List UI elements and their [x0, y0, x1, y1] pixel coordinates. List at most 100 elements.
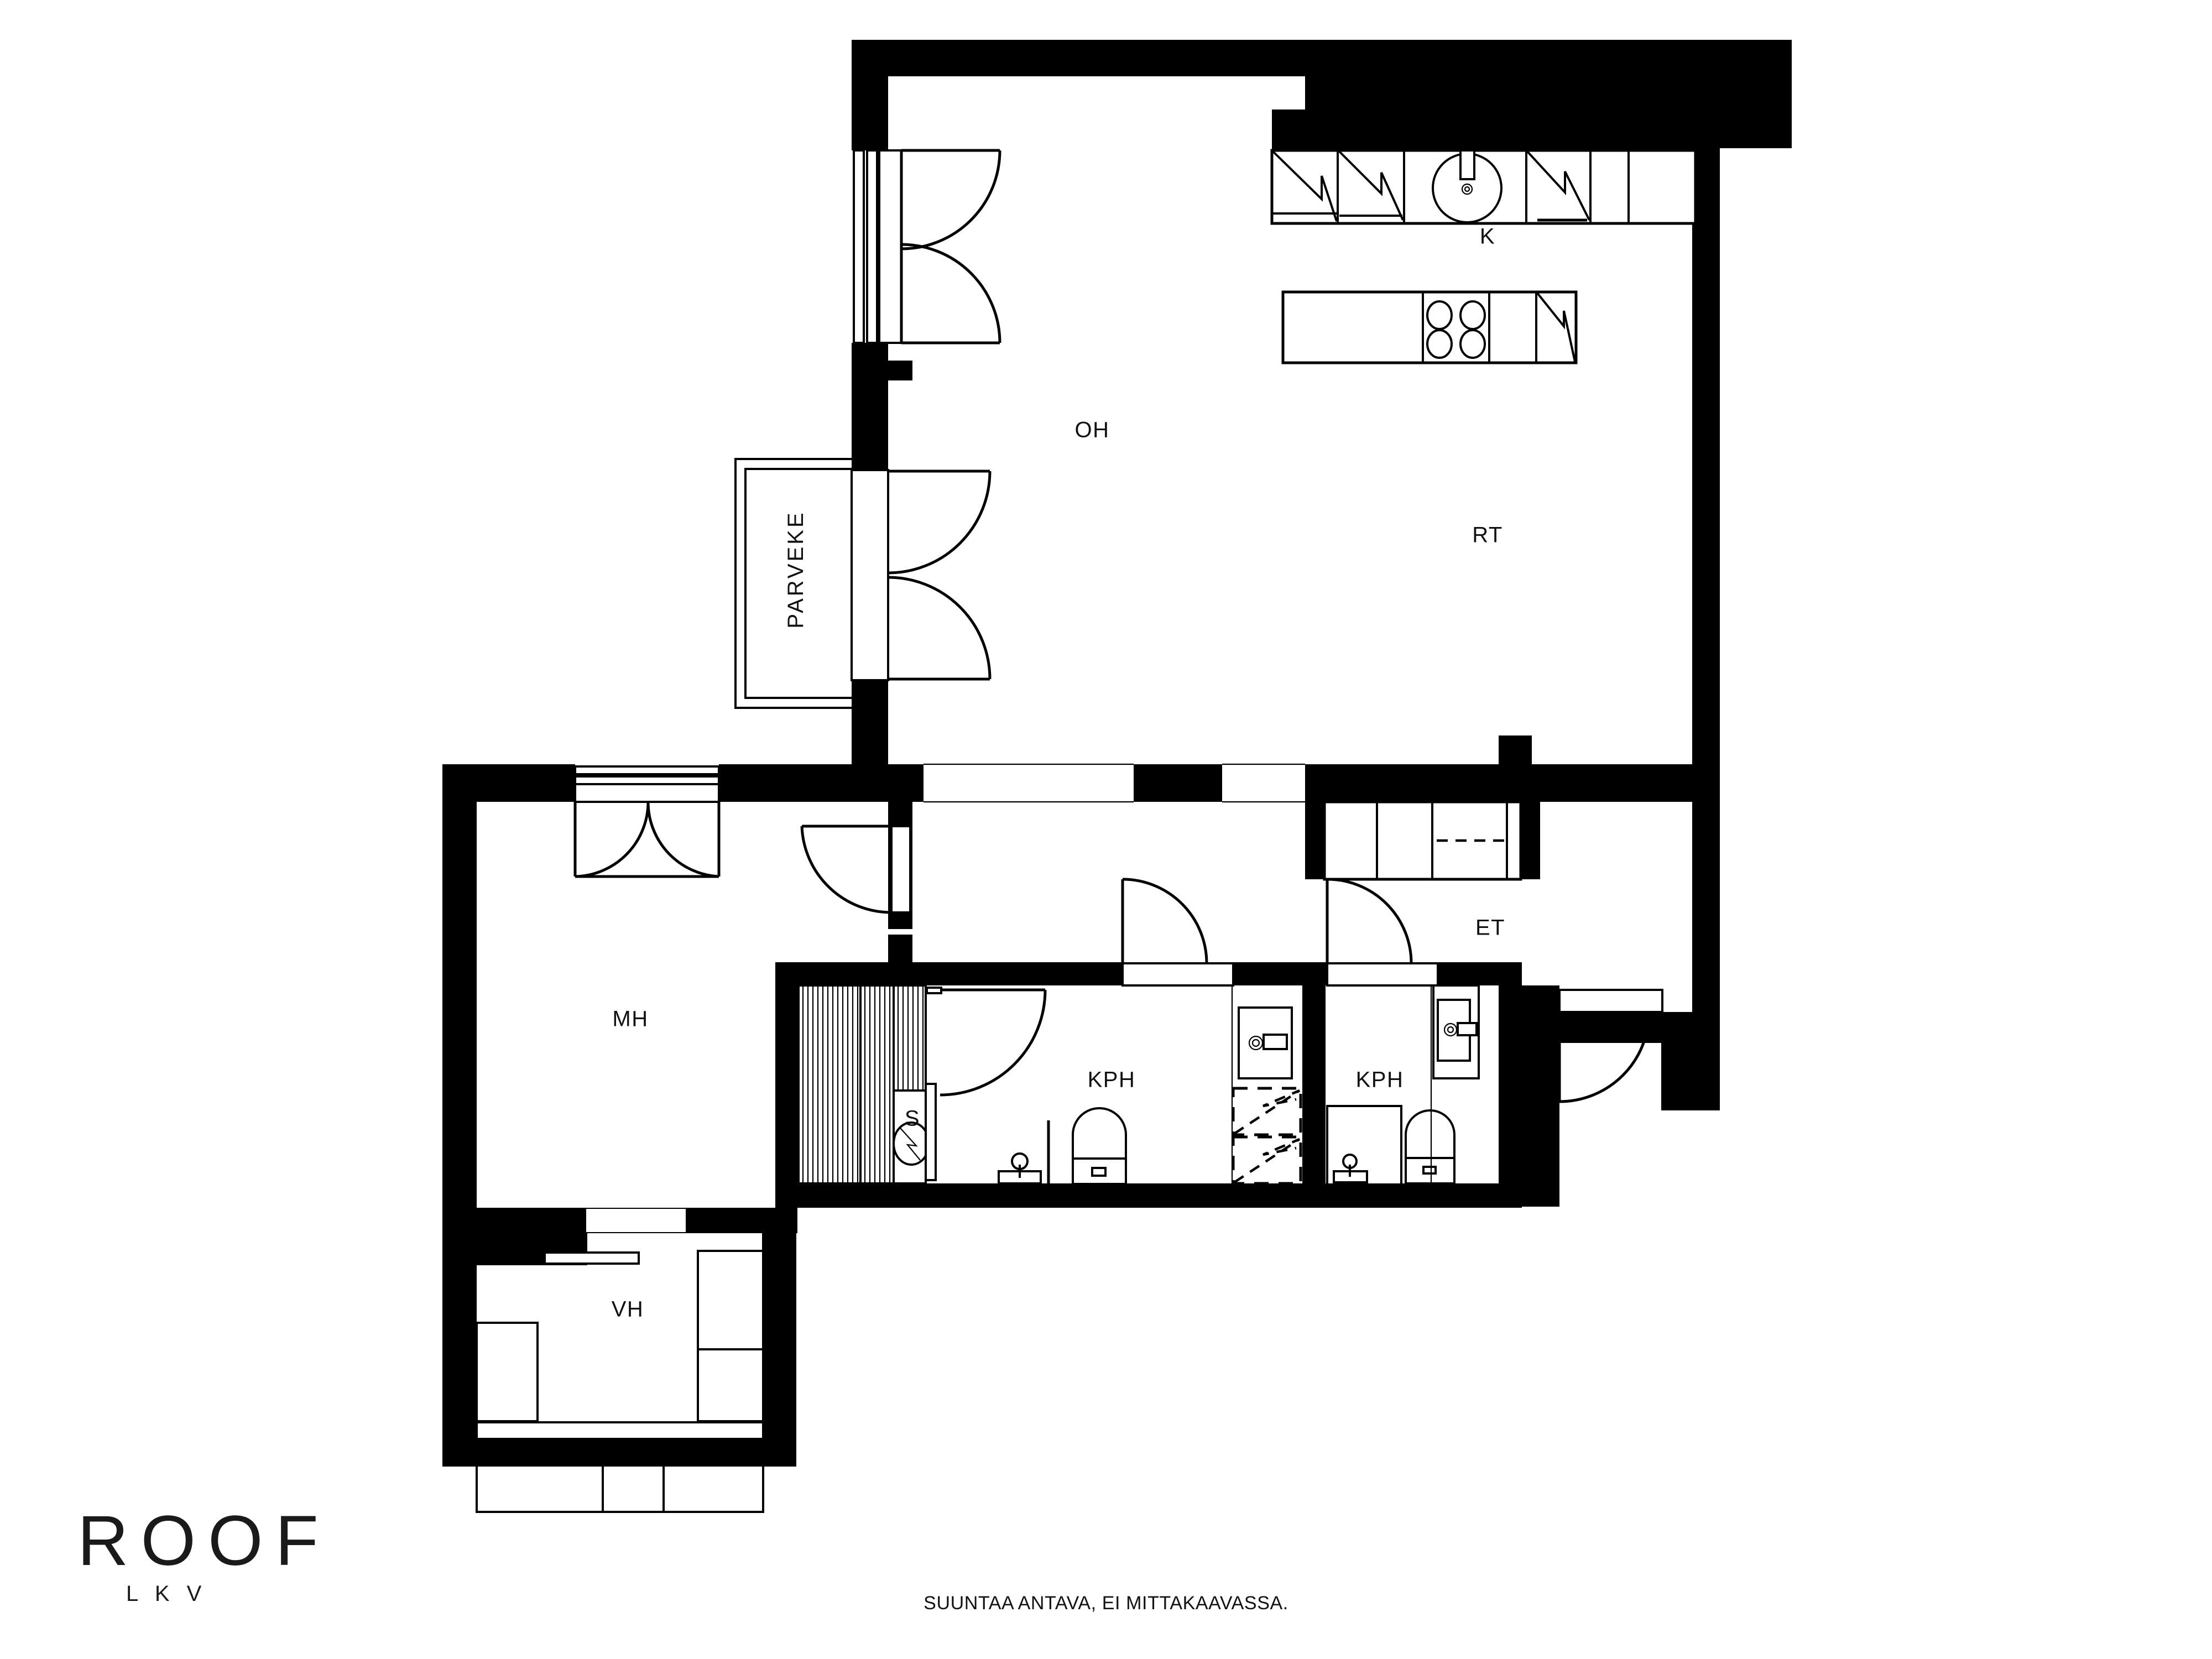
window-oh-left-outer	[853, 149, 865, 344]
window-oh-left-inner	[866, 149, 878, 344]
washing-machine-1-symbol	[1233, 1089, 1301, 1135]
wall-right-main	[1692, 148, 1720, 1110]
mh-door-swing	[800, 826, 892, 914]
vh-cabinet-right-upper	[697, 1250, 764, 1350]
balcony-door-swing-bottom	[888, 576, 992, 680]
counter-cabinet-swing	[1536, 292, 1576, 362]
room-label-kph-2: KPH	[1356, 1068, 1404, 1092]
kph1-hall-door[interactable]	[1121, 878, 1234, 987]
balcony	[734, 458, 992, 709]
stove-burner-3	[1426, 329, 1453, 359]
vh-top-opening	[586, 1209, 686, 1232]
entrance-door[interactable]	[1558, 989, 1663, 1103]
room-label-kph-1: KPH	[1088, 1068, 1136, 1092]
wall-vh-bottom-cover	[442, 1438, 796, 1467]
wall-top-notch-a	[1305, 76, 1371, 109]
logo-wordmark: ROOF	[77, 1501, 331, 1580]
kph2-door[interactable]	[1326, 878, 1439, 987]
kph1-inner-door[interactable]	[926, 987, 1047, 1097]
sauna	[797, 984, 937, 1185]
balcony-door-frame	[851, 469, 889, 681]
oh-door-frame	[878, 149, 902, 344]
shower-2	[1333, 1154, 1368, 1183]
kph1-inner-door-jamb	[926, 987, 942, 994]
wall-kph-left	[775, 962, 799, 1206]
cabinet-swing-2	[1338, 150, 1404, 221]
wall-mid-b	[1134, 764, 1222, 802]
washbasin-1-faucet	[1262, 1034, 1288, 1050]
window-mh-outer	[574, 765, 720, 775]
mh-door-frame	[890, 825, 911, 914]
wall-mh-right-b	[888, 935, 912, 962]
wall-cabinet-band	[1272, 143, 1692, 150]
kitchen-upper-cabinets	[1270, 149, 1697, 225]
washing-machine-1	[1232, 1087, 1302, 1136]
entrance-door-swing	[1559, 1011, 1651, 1103]
sink-drain-inner	[1464, 186, 1470, 192]
bedroom-door[interactable]	[800, 825, 911, 914]
wall-mid-c	[1305, 764, 1692, 802]
sauna-hatch-lines	[802, 985, 924, 1183]
bathroom-2	[1326, 878, 1480, 1186]
toilet-2-flush	[1422, 1166, 1437, 1175]
scale-disclaimer-caption: SUUNTAA ANTAVA, EI MITTAKAAVASSA.	[924, 1593, 1288, 1614]
mh-door-swing-left	[575, 801, 650, 878]
wall-mid-stub	[1499, 735, 1532, 769]
room-label-vh: VH	[612, 1297, 644, 1322]
kph1-hall-door-frame	[1121, 962, 1234, 987]
wall-mh-top-b	[719, 764, 852, 802]
wall-left-upper-a	[852, 40, 888, 150]
toilet-2	[1405, 1109, 1455, 1185]
window-mh-inner	[574, 775, 720, 785]
kph2-door-frame	[1326, 962, 1439, 987]
wall-nub-left	[888, 361, 912, 380]
wall-top-notch-c	[1272, 109, 1371, 148]
toilet-2-tank	[1405, 1157, 1455, 1185]
toilet-1	[1072, 1107, 1127, 1185]
washbasin-2-faucet	[1457, 1022, 1478, 1036]
sink-faucet	[1459, 149, 1475, 180]
entrance-door-frame	[1558, 989, 1663, 1013]
vh-cabinet-bottom-face	[476, 1421, 764, 1440]
wall-left-upper-c	[852, 680, 888, 769]
wall-top-notch-b	[1371, 76, 1792, 148]
oh-door-swing-bottom	[901, 243, 1001, 343]
washing-machines-1	[1232, 1087, 1302, 1185]
wall-right-upper-top	[1692, 76, 1720, 148]
room-labels: K OH RT PARVEKE ET MH S KPH KPH VH	[612, 225, 1505, 1322]
oh-door-swing-top	[901, 150, 1001, 251]
wall-entry-right-v	[1661, 1043, 1692, 1110]
kph1-inner-door-swing	[940, 989, 1047, 1097]
wall-top-left	[852, 40, 1305, 76]
entry-cabinet	[1323, 800, 1522, 881]
room-label-oh: OH	[1075, 418, 1110, 442]
windows-layer	[574, 149, 878, 785]
kitchen-counter	[1281, 290, 1578, 364]
entry-cabinet-body	[1323, 800, 1522, 881]
wall-mid-a	[852, 764, 924, 802]
living-room-door-pair[interactable]	[878, 149, 1001, 345]
toilet-1-flush	[1091, 1167, 1107, 1177]
shower-1	[998, 1152, 1042, 1185]
toilet-1-bowl	[1072, 1107, 1127, 1169]
bedroom-window-door-pair[interactable]	[573, 783, 721, 878]
sink-drain	[1461, 183, 1473, 195]
room-label-s: S	[905, 1107, 920, 1131]
wall-left-upper-b	[852, 343, 888, 470]
room-label-rt: RT	[1472, 523, 1503, 547]
mh-window-frame	[574, 783, 720, 803]
kph2-door-swing	[1327, 878, 1413, 964]
wall-vh-right	[762, 1208, 796, 1465]
sauna-bench-upper	[893, 984, 927, 1092]
logo-subtitle: L K V	[126, 1582, 207, 1606]
kph1-hall-door-swing	[1122, 878, 1208, 964]
wall-entry-right	[1559, 1012, 1692, 1043]
hallway-opening-lines	[924, 763, 1305, 803]
vh-top-shelf	[544, 1251, 640, 1265]
sauna-bench-hatch	[797, 984, 927, 1185]
sauna-bench-lower	[797, 984, 862, 1185]
wall-right-lower	[1522, 985, 1559, 1207]
room-label-et: ET	[1475, 916, 1505, 940]
cabinet-swing-3	[1526, 150, 1590, 221]
